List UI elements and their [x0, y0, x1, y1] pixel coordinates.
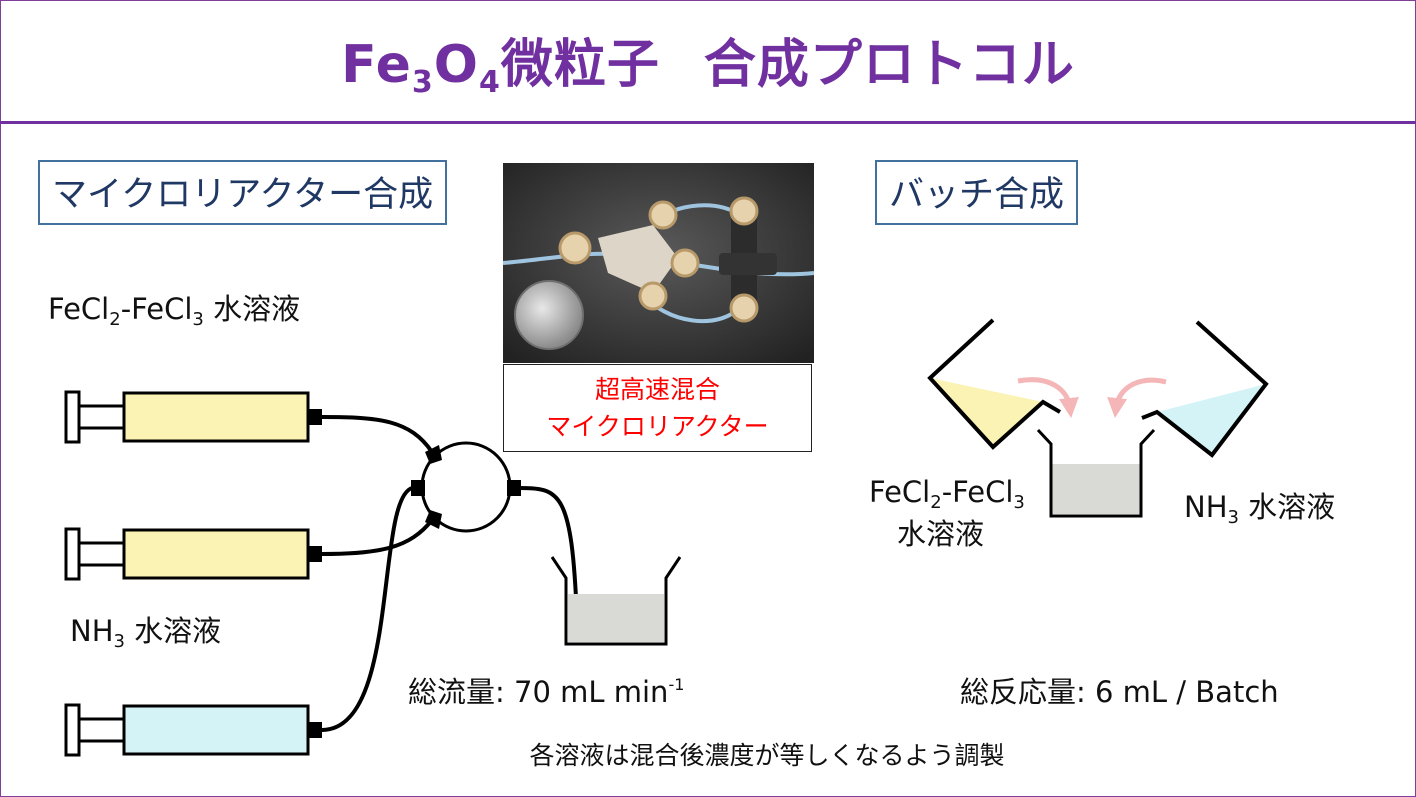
total-flow-label: 総流量: 70 mL min-1 — [408, 675, 685, 709]
microreactor-photo — [503, 163, 814, 363]
fecl-solution-label: FeCl2-FeCl3 水溶液 — [48, 292, 301, 330]
flask-nh3 — [1141, 320, 1269, 458]
syringe-fecl-1 — [64, 390, 322, 444]
batch-nh3-label: NH3 水溶液 — [1184, 490, 1336, 528]
pour-arrow-left — [1017, 377, 1079, 418]
page-title: Fe3O4微粒子合成プロトコル — [341, 35, 1075, 100]
photo-caption: 超高速混合 マイクロリアクター — [503, 364, 812, 452]
flask-fecl — [927, 318, 1062, 450]
syringe-fecl-2 — [64, 527, 322, 581]
beaker-batch — [1036, 428, 1156, 518]
batch-fecl-label-2: 水溶液 — [897, 517, 985, 551]
title-divider — [0, 121, 1416, 124]
pour-arrow-right — [1107, 377, 1167, 418]
beaker-micro — [550, 556, 682, 646]
mixer-icon — [411, 441, 521, 533]
syringe-nh3 — [64, 703, 322, 757]
tubing — [321, 415, 579, 732]
nh3-solution-label: NH3 水溶液 — [70, 614, 222, 652]
preparation-note: 各溶液は混合後濃度が等しくなるよう調製 — [529, 741, 1005, 770]
total-volume-label: 総反応量: 6 mL / Batch — [960, 675, 1279, 709]
batch-label: バッチ合成 — [875, 160, 1079, 225]
microreactor-label: マイクロリアクター合成 — [38, 160, 448, 225]
batch-fecl-label: FeCl2-FeCl3 — [869, 475, 1025, 513]
